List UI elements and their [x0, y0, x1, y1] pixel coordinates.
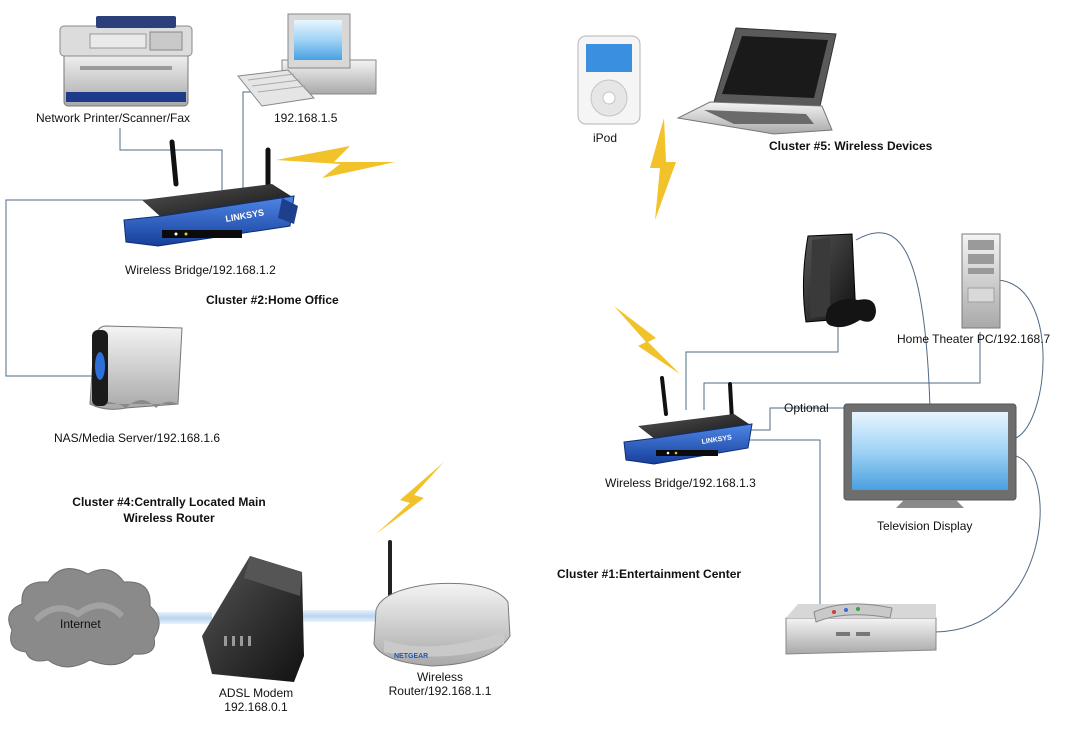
label-router-line1: Wireless: [416, 670, 463, 684]
label-printer: Network Printer/Scanner/Fax: [36, 111, 191, 125]
wire-ps3-bridge3: [685, 322, 839, 410]
label-internet: Internet: [60, 617, 101, 631]
laptop-icon: [676, 27, 837, 135]
set-top-box-icon: [785, 603, 937, 655]
wireless-bridge-icon: LINKSYS: [623, 376, 753, 465]
pc-tower-icon: [961, 233, 1001, 329]
wire-printer-bridge2: [119, 128, 223, 190]
wire-htpc-tv: [997, 279, 1044, 439]
brand-label: LINKSYS: [701, 434, 732, 446]
label-router: Wireless Router/192.168.1.1: [380, 670, 500, 698]
label-cluster4: Cluster #4:Centrally Located Main Wirele…: [60, 495, 278, 525]
label-cluster1: Cluster #1:Entertainment Center: [557, 567, 742, 581]
label-pc: 192.168.1.5: [274, 111, 338, 125]
label-cluster4-line2: Wireless Router: [123, 511, 215, 525]
wire-nas-bridge2: [5, 199, 160, 377]
label-bridge3: Wireless Bridge/192.168.1.3: [605, 476, 756, 490]
label-tv: Television Display: [877, 519, 973, 533]
wireless-signals: [276, 118, 680, 534]
wireless-bridge-icon: LINKSYS: [123, 139, 298, 247]
nas-server-icon: [89, 325, 183, 410]
label-modem-line1: ADSL Modem: [218, 686, 294, 700]
wire-htpc-bridge3: [703, 332, 981, 410]
wire-tv-bridge3: [740, 407, 848, 431]
label-bridge2: Wireless Bridge/192.168.1.2: [125, 263, 276, 277]
wireless-bolt-icon: [376, 462, 444, 534]
printer-icon: [59, 16, 193, 107]
wireless-bolt-icon: [276, 146, 395, 178]
label-nas: NAS/Media Server/192.168.1.6: [54, 431, 221, 445]
backbone-cables: [150, 610, 382, 624]
wireless-bolt-icon: [650, 118, 676, 220]
wires: [5, 91, 1044, 633]
label-cluster4-line1: Cluster #4:Centrally Located Main: [72, 495, 266, 509]
wireless-bolt-icon: [614, 306, 680, 374]
television-icon: [843, 403, 1017, 508]
game-console-icon: [802, 233, 876, 328]
label-optional: Optional: [784, 401, 829, 415]
label-htpc: Home Theater PC/192.168.7: [897, 332, 1051, 346]
label-cluster5: Cluster #5: Wireless Devices: [769, 139, 933, 153]
wireless-router-icon: NETGEAR: [373, 540, 511, 667]
label-ipod: iPod: [593, 131, 618, 145]
wire-tv-dvr: [934, 455, 1041, 633]
wire-ps3-tv: [855, 232, 931, 409]
ipod-icon: [577, 35, 641, 125]
desktop-pc-icon: [237, 13, 377, 107]
label-modem-line2: 192.168.0.1: [224, 700, 288, 714]
label-router-line2: Router/192.168.1.1: [388, 684, 492, 698]
wire-dvr-bridge3: [748, 439, 821, 605]
brand-label: NETGEAR: [394, 653, 428, 660]
adsl-modem-icon: [202, 556, 304, 682]
label-cluster2: Cluster #2:Home Office: [206, 293, 339, 307]
label-modem: ADSL Modem 192.168.0.1: [206, 686, 306, 714]
cable-internet-modem: [150, 612, 212, 624]
wire-pc-bridge2: [242, 91, 262, 190]
internet-cloud-icon: [8, 568, 160, 668]
cable-modem-router: [300, 610, 382, 622]
